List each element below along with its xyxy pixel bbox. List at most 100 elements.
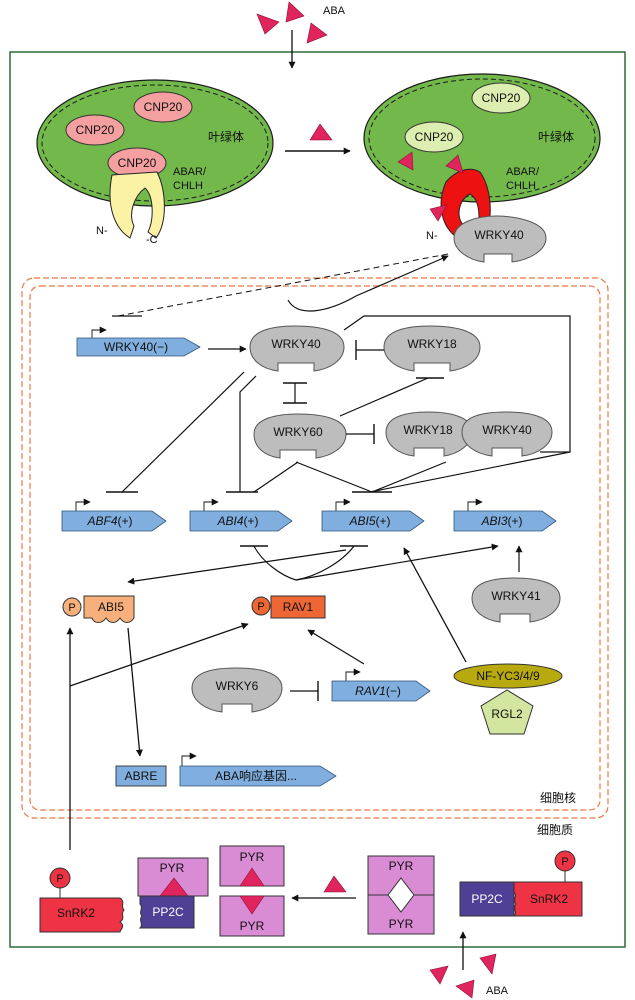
receptor-label-left-2: CHLH	[173, 180, 203, 192]
svg-text:ABA响应基因...: ABA响应基因...	[215, 768, 297, 783]
svg-text:ABI5(+): ABI5(+)	[348, 514, 390, 528]
svg-text:CNP20: CNP20	[76, 123, 115, 137]
snrk2-phosphorylates-rav1	[69, 622, 249, 687]
chloroplast-label-right: 叶绿体	[538, 129, 574, 144]
abi5-phospho-group: P	[62, 597, 82, 617]
wrky40-inhibits-abf4	[121, 371, 245, 493]
wrky18-upper: WRKY18	[383, 325, 481, 372]
aba-bound-receptor	[397, 151, 464, 222]
abre-element: ABRE	[115, 765, 167, 787]
abar-receptor-active	[440, 168, 491, 239]
snrk2-active: SnRK2	[39, 897, 125, 933]
gene-abi3-name: ABI3	[480, 514, 507, 528]
complex-inhibits-abi5	[371, 461, 447, 493]
svg-text:ABI3(+): ABI3(+)	[480, 514, 522, 528]
wrky60-inhibits-abi4	[253, 461, 299, 493]
rgl2-protein: RGL2	[480, 689, 534, 735]
svg-text:P: P	[561, 856, 568, 868]
wrky60-to-wrky18-link	[339, 377, 429, 417]
aba-response-genes: ABA响应基因...	[179, 752, 337, 787]
rav1-protein: RAV1	[270, 595, 326, 619]
svg-text:PP2C: PP2C	[471, 892, 503, 906]
abi5-activates-abre	[127, 627, 143, 757]
aba-molecules-top	[256, 1, 328, 44]
snrk2-phospho-right: P	[554, 850, 576, 872]
cnp20-left-2: CNP20	[65, 114, 125, 146]
gene-rav1-name: RAV1	[355, 684, 386, 698]
nucleus-border	[21, 277, 609, 819]
wrky18-complex: WRKY18	[385, 411, 473, 457]
svg-text:PP2C: PP2C	[152, 905, 184, 919]
svg-text:PYR: PYR	[240, 850, 265, 864]
svg-text:CNP20: CNP20	[482, 91, 521, 105]
gene-abf4-name: ABF4	[86, 514, 117, 528]
gene-abi4-sign: (+)	[244, 514, 259, 528]
receptor-label-right-2: CHLH	[506, 180, 536, 192]
svg-text:WRKY18: WRKY18	[403, 423, 453, 437]
receptor-label-left-1: ABAR/	[173, 166, 207, 178]
rav1-gene-to-protein	[307, 629, 365, 665]
wrky6: WRKY6	[191, 667, 283, 713]
wrky60: WRKY60	[253, 413, 347, 459]
nfyc-protein: NF-YC3/4/9	[453, 663, 563, 689]
abi5-gene-to-protein	[127, 549, 347, 585]
wrky40-inhibits-abi4	[239, 375, 257, 492]
wrky40-export-arrow	[287, 255, 449, 312]
svg-text:PYR: PYR	[389, 917, 414, 931]
pyr-aba-upper: PYR	[219, 845, 285, 887]
svg-text:WRKY6: WRKY6	[216, 679, 259, 693]
wrky40-gene-to-receptor-dashed	[117, 253, 449, 317]
aba-label-top: ABA	[323, 5, 346, 17]
nucleus-label: 细胞核	[540, 791, 576, 805]
cell-border	[9, 51, 626, 948]
svg-text:P: P	[56, 873, 63, 885]
rav1-phospho-group: P	[251, 596, 271, 616]
to-abi3-gene-arrow	[295, 543, 499, 581]
gene-wrky40: WRKY40(−)	[76, 326, 201, 357]
snrk2-phospho-left: P	[49, 867, 71, 889]
svg-text:RAV1(−): RAV1(−)	[355, 684, 401, 698]
svg-text:WRKY40: WRKY40	[482, 423, 532, 437]
gene-abf4-sign: (+)	[118, 514, 133, 528]
svg-text:WRKY40(−): WRKY40(−)	[104, 340, 168, 354]
gene-abi3-sign: (+)	[508, 514, 523, 528]
feedback-inhibits-abi5	[369, 451, 571, 493]
svg-text:CNP20: CNP20	[415, 130, 454, 144]
svg-text:PYR: PYR	[240, 919, 265, 933]
receptor-label-right-1: ABAR/	[506, 166, 540, 178]
gene-abi4: ABI4(+)	[189, 498, 293, 532]
svg-text:CNP20: CNP20	[144, 100, 183, 114]
pp2c-snrk2-complex: PP2C SnRK2	[459, 881, 583, 917]
svg-text:RGL2: RGL2	[491, 707, 523, 721]
cnp20-right-2: CNP20	[404, 121, 464, 153]
aba-molecules-bottom	[429, 953, 497, 999]
svg-text:P: P	[257, 601, 264, 613]
svg-text:PYR: PYR	[389, 859, 414, 873]
cytoplasm-label: 细胞质	[537, 823, 573, 837]
svg-text:ABF4(+): ABF4(+)	[86, 514, 132, 528]
svg-text:CNP20: CNP20	[118, 156, 157, 170]
gene-abf4: ABF4(+)	[61, 498, 167, 532]
gene-rav1: RAV1(−)	[331, 668, 431, 702]
svg-text:ABRE: ABRE	[125, 769, 158, 783]
svg-text:SnRK2: SnRK2	[530, 892, 568, 906]
svg-text:SnRK2: SnRK2	[57, 906, 95, 920]
aba-molecule-middle	[309, 123, 333, 141]
wrky40-chloroplast-bound: WRKY40	[453, 215, 547, 263]
svg-text:WRKY18: WRKY18	[407, 337, 457, 351]
cnp20-left-1: CNP20	[133, 91, 193, 123]
pyr-aba-lower: PYR	[219, 895, 285, 937]
gene-abi5-name: ABI5	[348, 514, 375, 528]
aba-label-bottom: ABA	[486, 985, 509, 997]
wrky41: WRKY41	[471, 577, 561, 623]
svg-text:ABI5: ABI5	[98, 600, 124, 614]
svg-text:P: P	[68, 602, 75, 614]
svg-text:ABI4(+): ABI4(+)	[216, 514, 258, 528]
wrky60-inhibits-abi5	[295, 461, 373, 493]
wrky40-nuclear: WRKY40	[249, 325, 345, 372]
cnp20-right-1: CNP20	[471, 82, 531, 114]
svg-text:PYR: PYR	[160, 861, 185, 875]
gene-abi3: ABI3(+)	[453, 498, 557, 532]
gene-abi5: ABI5(+)	[321, 498, 425, 532]
svg-text:NF-YC3/4/9: NF-YC3/4/9	[476, 669, 540, 683]
